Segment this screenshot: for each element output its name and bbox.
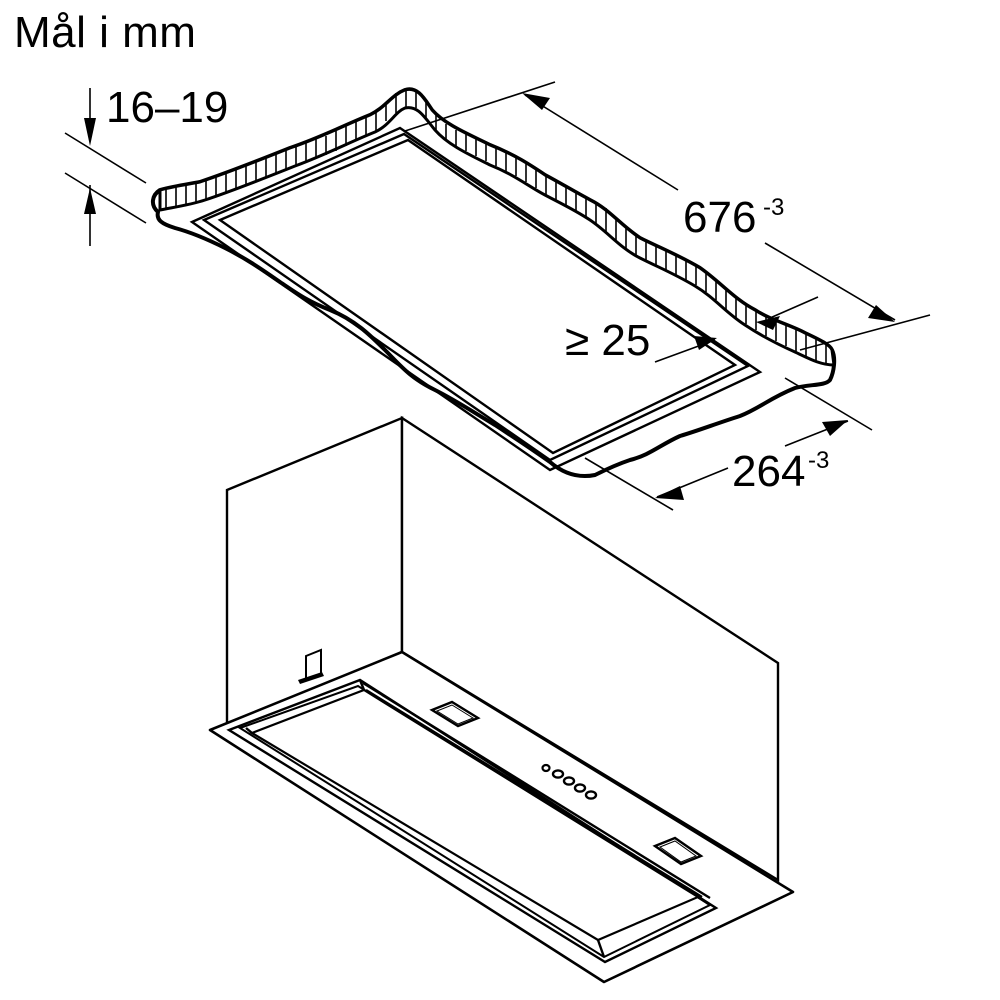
button-indicator [541, 763, 551, 773]
control-button-1 [551, 769, 565, 779]
length-value: 676 [683, 193, 756, 242]
length-dimension: 676 -3 [404, 81, 931, 351]
cabinet-panel [151, 87, 837, 479]
page-title: Mål i mm [14, 8, 197, 57]
control-button-3 [573, 783, 587, 793]
width-dimension: 264 -3 [584, 377, 873, 511]
control-button-4 [584, 790, 598, 800]
width-tolerance: -3 [808, 447, 829, 474]
cutout-inner [201, 132, 751, 462]
cutout-outer [189, 126, 763, 472]
edge-hatching [165, 89, 827, 364]
mounting-tab [298, 648, 324, 684]
control-button-2 [562, 776, 576, 786]
thickness-label: 16–19 [106, 83, 228, 132]
length-tolerance: -3 [763, 194, 784, 221]
light-2 [652, 836, 704, 866]
cooker-hood [208, 415, 795, 984]
edge-distance-dimension: ≥ 25 [565, 296, 819, 365]
light-1 [429, 700, 481, 728]
thickness-dimension: 16–19 [64, 83, 228, 246]
width-value: 264 [732, 447, 805, 496]
edge-distance-label: ≥ 25 [565, 316, 650, 365]
control-buttons [541, 763, 598, 800]
